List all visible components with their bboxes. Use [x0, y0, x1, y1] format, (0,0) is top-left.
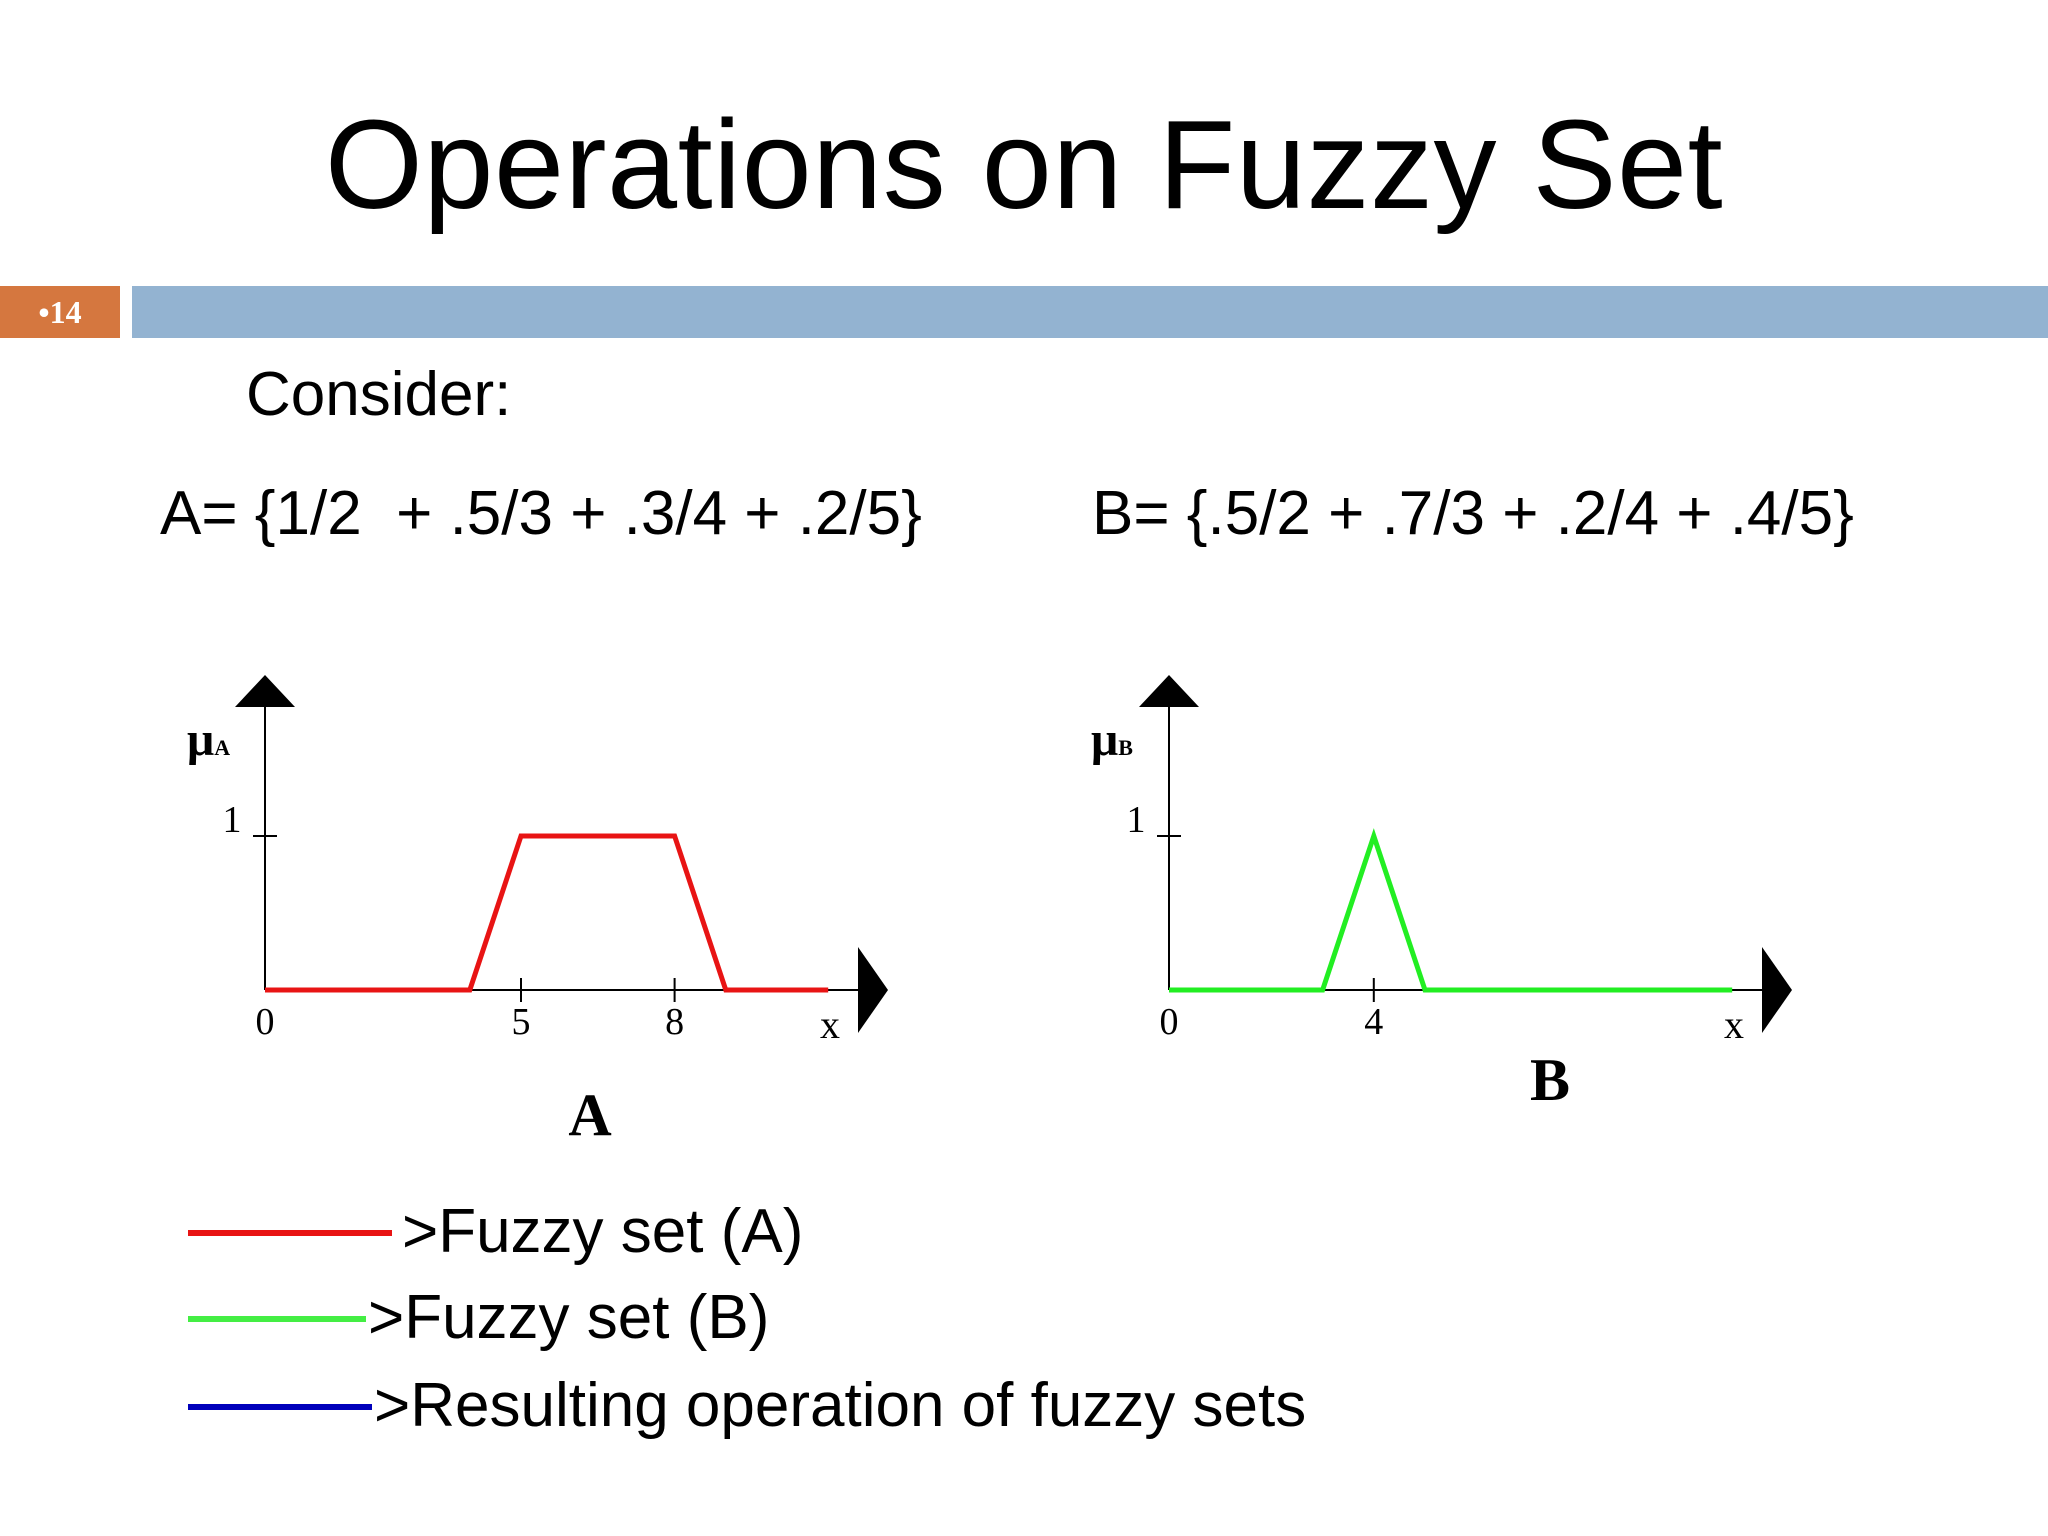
chart-b-x-arrow	[1762, 947, 1792, 1033]
chart-b-x-tick-label-0: 0	[1160, 1001, 1179, 1043]
legend-text-b: >Fuzzy set (B)	[368, 1283, 770, 1352]
chart-a-y-label: μA	[187, 713, 230, 766]
chart-a: 1 0 5 8 x μA A	[187, 675, 888, 1148]
chart-b-y-tick-label: 1	[1127, 799, 1146, 841]
set-a-definition: A= {1/2 + .5/3 + .3/4 + .2/5}	[160, 479, 922, 548]
legend-line-b	[188, 1316, 366, 1322]
legend-line-a	[188, 1230, 392, 1236]
chart-b-y-label: μB	[1091, 713, 1133, 766]
chart-b-y-arrow	[1139, 675, 1199, 707]
chart-a-series-line-0	[265, 833, 829, 993]
legend-item-a: >Fuzzy set (A)	[185, 1192, 1485, 1272]
consider-label: Consider:	[246, 360, 512, 429]
legend-line-result	[188, 1404, 372, 1410]
legend-text-a: >Fuzzy set (A)	[402, 1197, 804, 1266]
chart-b-x-label: x	[1724, 1002, 1744, 1047]
chart-a-x-label: x	[820, 1002, 840, 1047]
chart-a-x-tick-label-8: 8	[665, 1001, 684, 1043]
set-b-definition: B= {.5/2 + .7/3 + .2/4 + .4/5}	[1092, 479, 1854, 548]
chart-a-x-tick-label-5: 5	[512, 1001, 531, 1043]
chart-b-series-line-0	[1169, 828, 1733, 993]
legend-item-result: >Resulting operation of fuzzy sets	[185, 1366, 1485, 1446]
chart-a-title: A	[568, 1082, 611, 1148]
chart-a-y-tick-label: 1	[223, 799, 242, 841]
legend-item-b: >Fuzzy set (B)	[185, 1278, 1485, 1358]
slide-number: •14	[0, 286, 120, 338]
chart-b: 1 0 4 x μB B	[1091, 675, 1792, 1113]
slide-title: Operations on Fuzzy Set	[324, 94, 1724, 235]
chart-a-x-tick-label-0: 0	[256, 1001, 275, 1043]
chart-b-title: B	[1530, 1047, 1570, 1113]
title-divider-bar	[132, 286, 2048, 338]
legend-text-result: >Resulting operation of fuzzy sets	[374, 1371, 1307, 1440]
chart-b-x-tick-label-4: 4	[1364, 1001, 1383, 1043]
chart-a-x-arrow	[858, 947, 888, 1033]
chart-a-y-arrow	[235, 675, 295, 707]
